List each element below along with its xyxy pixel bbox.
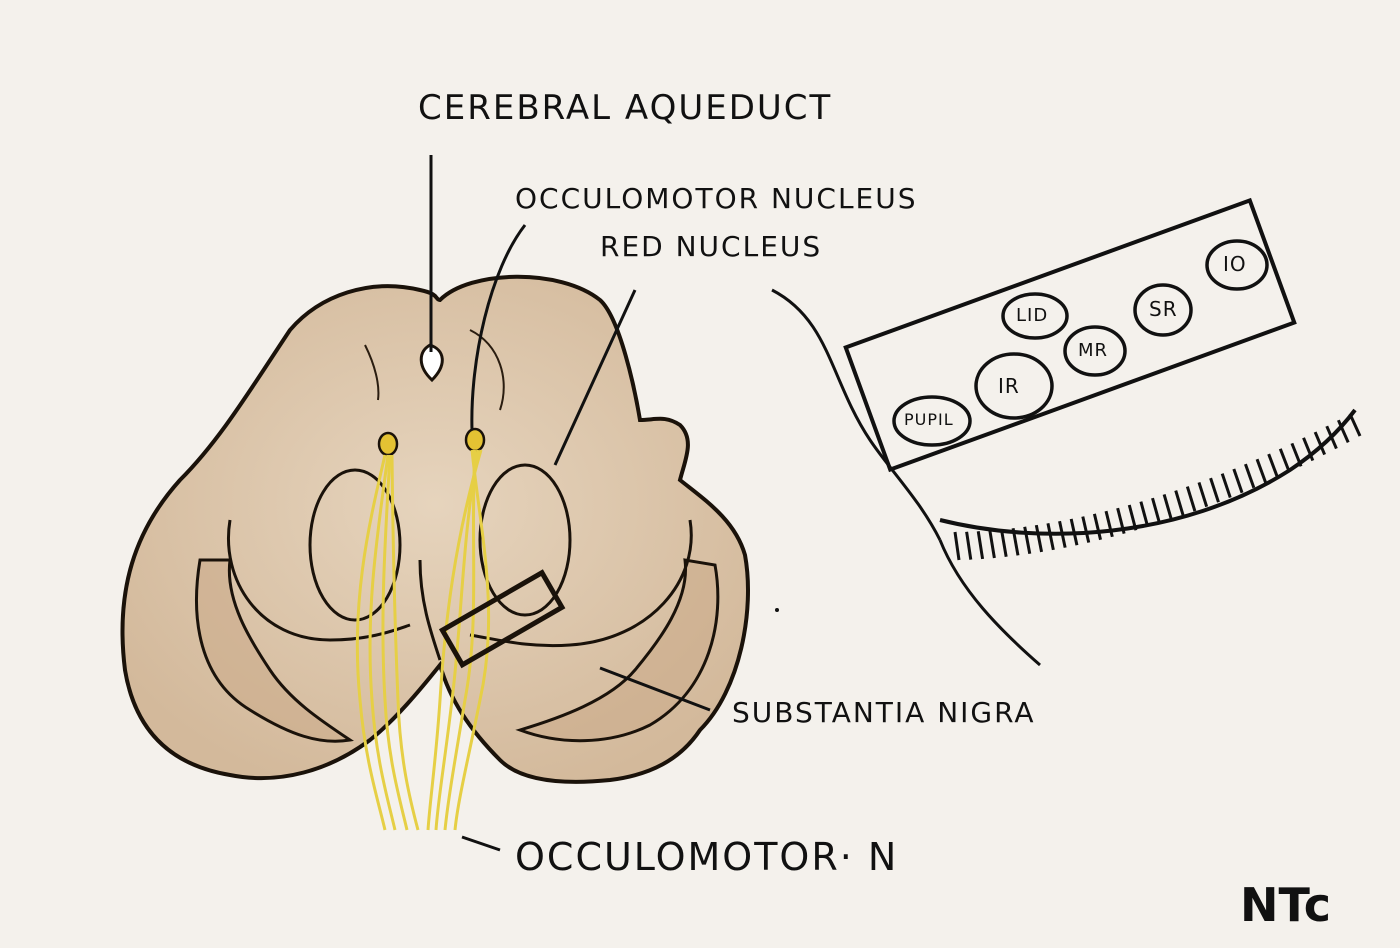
eyelash	[1292, 443, 1301, 466]
eyelash	[955, 532, 959, 560]
label-substantia-nigra: Substantia Nigra	[732, 696, 1036, 729]
cell-label-pupil: Pupil	[904, 410, 954, 429]
label-cerebral-aqueduct: Cerebral Aqueduct	[418, 88, 832, 128]
cell-label-mr: MR	[1078, 340, 1108, 361]
eyelash	[1141, 502, 1148, 527]
eyelash	[1350, 414, 1360, 436]
eyelash	[1269, 454, 1278, 477]
eyelash	[1094, 514, 1100, 540]
oculomotor-nucleus-right	[466, 429, 484, 451]
cell-label-ir: IR	[998, 374, 1020, 398]
eyelash	[1083, 517, 1089, 543]
eyelash	[1234, 469, 1242, 493]
zoom-line-lower	[940, 540, 1040, 665]
eyelashes	[955, 414, 1360, 560]
eyelash	[1187, 487, 1195, 511]
eyelash	[1199, 482, 1207, 506]
label-oculomotor-nucleus: Occulomotor Nucleus	[515, 182, 918, 215]
cell-label-sr: SR	[1149, 297, 1178, 321]
label-red-nucleus: Red Nucleus	[600, 230, 822, 263]
label-oculomotor-nerve: Occulomotor· N	[515, 835, 898, 879]
oculomotor-nucleus-left	[379, 433, 397, 455]
eyelash	[978, 531, 982, 559]
eyelash	[1164, 494, 1171, 519]
eyelash	[1048, 523, 1053, 550]
eyelash	[1280, 449, 1289, 472]
eyelash	[1222, 474, 1230, 498]
eyelash	[1153, 498, 1160, 523]
leader-oculomotor-nerve	[462, 837, 500, 850]
cell-label-io: IO	[1223, 252, 1247, 276]
cell-label-lid: Lid	[1016, 305, 1048, 326]
eyelash	[1036, 525, 1041, 552]
eyelash	[967, 532, 971, 560]
eyelash	[1245, 464, 1253, 488]
eyelash	[1025, 527, 1030, 554]
eyelash	[1257, 459, 1266, 482]
eyelash	[1176, 491, 1183, 516]
eyelash	[1001, 529, 1006, 556]
eyelash	[1211, 478, 1219, 502]
ink-dot	[775, 608, 779, 612]
eyelash	[990, 531, 995, 558]
signature: NTc	[1240, 878, 1331, 932]
